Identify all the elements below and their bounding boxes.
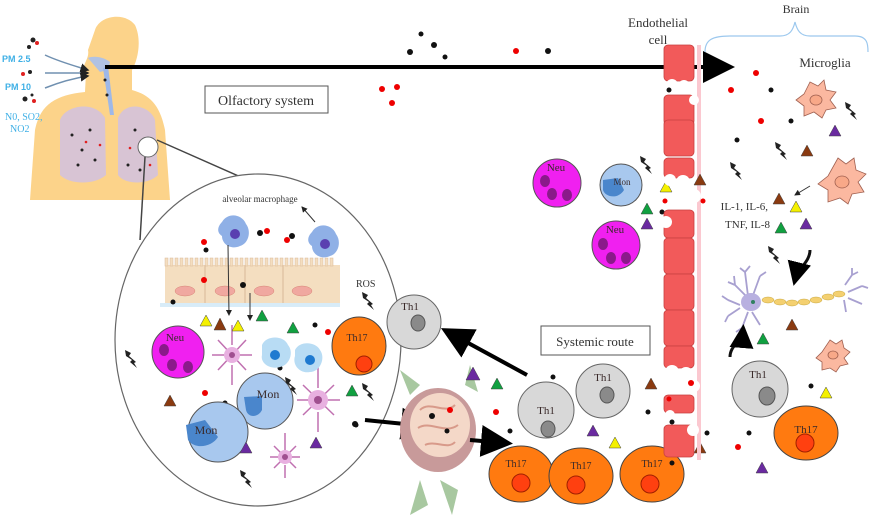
monocyte-lung-1: Mon <box>236 372 294 430</box>
microglia-cell-1 <box>795 79 837 119</box>
endothelium-barrier <box>660 44 707 460</box>
pm25-label: PM 2.5 <box>2 54 31 64</box>
airborne-particles <box>379 31 551 106</box>
svg-text:Th1: Th1 <box>594 372 612 384</box>
neutrophil-blood-1: Neu <box>532 158 582 208</box>
microglia-cell-3 <box>815 339 851 373</box>
systemic-route-label: Systemic route <box>556 334 634 349</box>
th17-lung: Th17 <box>331 316 387 376</box>
inhalation-arrows <box>44 54 90 89</box>
th1-to-neuron-arrow <box>728 324 754 358</box>
from-lymph-node-arrow <box>469 425 513 457</box>
pm10-label: PM 10 <box>5 82 31 92</box>
epithelium <box>160 257 340 307</box>
microglia-to-neuron-arrow <box>787 249 812 286</box>
svg-text:Neu: Neu <box>547 162 566 174</box>
left-lung <box>60 106 106 183</box>
svg-text:Th17: Th17 <box>570 461 591 472</box>
lymph-node <box>400 365 478 515</box>
svg-text:Th17: Th17 <box>505 459 526 470</box>
gases-label-2: NO2 <box>10 124 29 135</box>
dendritic-cell-2 <box>297 365 340 432</box>
microglia-label: Microglia <box>799 55 850 70</box>
monocyte-lung-2: Mon <box>186 401 249 463</box>
zoom-line-2 <box>139 156 146 241</box>
olfactory-system-box: Olfactory system <box>204 85 329 114</box>
pollutant-particles <box>21 37 39 103</box>
dendritic-cell-1 <box>212 325 252 385</box>
svg-text:Th1: Th1 <box>401 301 419 313</box>
svg-text:Th1: Th1 <box>749 369 767 381</box>
systemic-route-box: Systemic route <box>540 325 651 356</box>
cytokine-triangles-lung <box>163 309 359 454</box>
th17-systemic-1: Th17 <box>488 445 554 503</box>
svg-text:Th17: Th17 <box>794 424 818 436</box>
th1-cell-systemic-1: Th1 <box>517 381 575 439</box>
microglia-cell-2 <box>817 157 867 205</box>
human-figure <box>30 16 170 200</box>
svg-text:Mon: Mon <box>257 387 280 401</box>
lung-particles <box>70 78 147 172</box>
th17-systemic-2: Th17 <box>548 447 614 505</box>
macrophage-blue-1 <box>261 337 291 368</box>
alveolar-macrophage-1 <box>218 215 249 248</box>
th17-brain: Th17 <box>773 405 839 461</box>
alveolus-zoom-view: alveolar macrophage <box>114 173 402 507</box>
ros-bolt-icon <box>640 156 652 174</box>
gases-label-1: N0, SO2, <box>5 112 43 123</box>
svg-text:Th17: Th17 <box>641 459 662 470</box>
neutrophil-lung: Neu <box>151 325 205 379</box>
ros-label: ROS <box>356 279 375 290</box>
svg-text:Neu: Neu <box>166 332 185 344</box>
th1-cell-systemic-2: Th1 <box>575 363 631 419</box>
cytokine-triangles-brain <box>755 124 842 474</box>
svg-text:Th17: Th17 <box>346 333 367 344</box>
ros-bolt-icon <box>775 142 787 160</box>
monocyte-blood: Mon <box>599 163 643 207</box>
alveolar-macrophage-2 <box>308 225 339 258</box>
svg-text:Neu: Neu <box>606 224 625 236</box>
th1-cell-brain: Th1 <box>731 360 789 418</box>
alveolar-macrophage-label: alveolar macrophage <box>222 194 297 204</box>
endothelial-label-2: cell <box>649 32 668 47</box>
ros-bolt-icon <box>845 102 857 120</box>
th1-cell-lung-exit: Th1 <box>386 294 442 350</box>
th17-systemic-3: Th17 <box>619 445 685 503</box>
dendritic-cell-3 <box>270 433 300 478</box>
brain-label: Brain <box>783 2 810 16</box>
trachea <box>103 66 114 115</box>
ros-bolt-icon <box>730 162 742 180</box>
neutrophil-blood-2: Neu <box>591 220 641 270</box>
ros-bolt-icon <box>768 246 780 264</box>
zoom-circle <box>137 136 159 158</box>
cytokines-label-2: TNF, IL-8 <box>725 219 770 231</box>
svg-text:Th1: Th1 <box>537 405 555 417</box>
brain-brace <box>704 21 869 53</box>
endothelial-label-1: Endothelial <box>628 15 688 30</box>
svg-text:Mon: Mon <box>613 177 631 187</box>
macrophage-blue-2 <box>294 343 323 373</box>
cytokines-label-1: IL-1, IL-6, <box>721 201 769 213</box>
to-th1-arrow <box>440 328 528 377</box>
svg-text:Mon: Mon <box>195 423 218 437</box>
olfactory-system-label: Olfactory system <box>218 94 314 109</box>
